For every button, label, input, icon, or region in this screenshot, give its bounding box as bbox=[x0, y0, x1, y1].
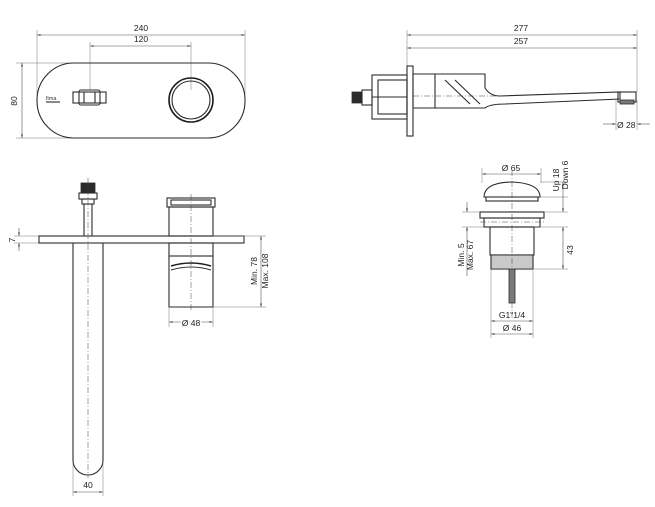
plate-dim-label: 7 bbox=[7, 237, 17, 242]
centers-dim-label: 120 bbox=[134, 34, 148, 44]
spout-dim-label: 257 bbox=[514, 36, 528, 46]
waste-cap bbox=[483, 181, 541, 198]
height-dim-label: 80 bbox=[9, 96, 19, 106]
lift-up-label: Up 18 bbox=[551, 168, 561, 191]
outlet-dim-label: Ø 28 bbox=[617, 120, 636, 130]
overall-dim-label: 277 bbox=[514, 23, 528, 33]
thickness-max-label: Max. 67 bbox=[465, 240, 475, 271]
spout-front-profile bbox=[72, 243, 104, 476]
brand-logo: fima bbox=[46, 96, 57, 102]
lift-down-label: Down 6 bbox=[560, 160, 570, 189]
wall-plate-outline bbox=[36, 62, 246, 139]
inlet-connector bbox=[351, 91, 363, 104]
thread-label: G1"1/4 bbox=[499, 310, 525, 320]
spout-width-label: 40 bbox=[83, 480, 93, 490]
width-dim-label: 240 bbox=[134, 23, 148, 33]
cap-dia-label: Ø 65 bbox=[502, 163, 521, 173]
spout-outlet-top bbox=[72, 89, 107, 106]
waste-view: Ø 65 Up 18 Down 6 43 Min. 5 Max. 67 bbox=[456, 160, 575, 338]
spout-side-profile bbox=[412, 73, 621, 109]
top-view: 240 120 80 fima bbox=[9, 23, 246, 139]
side-view: 277 257 Ø 28 bbox=[351, 23, 650, 137]
depth-min-label: Min. 78 bbox=[249, 257, 259, 285]
front-view: 7 40 bbox=[7, 178, 270, 496]
thickness-min-label: Min. 5 bbox=[456, 243, 466, 266]
depth-max-label: Max. 108 bbox=[260, 253, 270, 288]
wall-plate-front bbox=[38, 235, 245, 244]
handle-assembly bbox=[166, 194, 216, 312]
waste-tail bbox=[508, 268, 516, 304]
handle-dia-label: Ø 48 bbox=[182, 318, 201, 328]
body-dim-label: 43 bbox=[565, 245, 575, 255]
body-dia-label: Ø 46 bbox=[503, 323, 522, 333]
wall-plate-edge bbox=[406, 65, 414, 137]
handle-inner-circle bbox=[171, 80, 211, 120]
handle-outer-circle bbox=[168, 77, 214, 123]
